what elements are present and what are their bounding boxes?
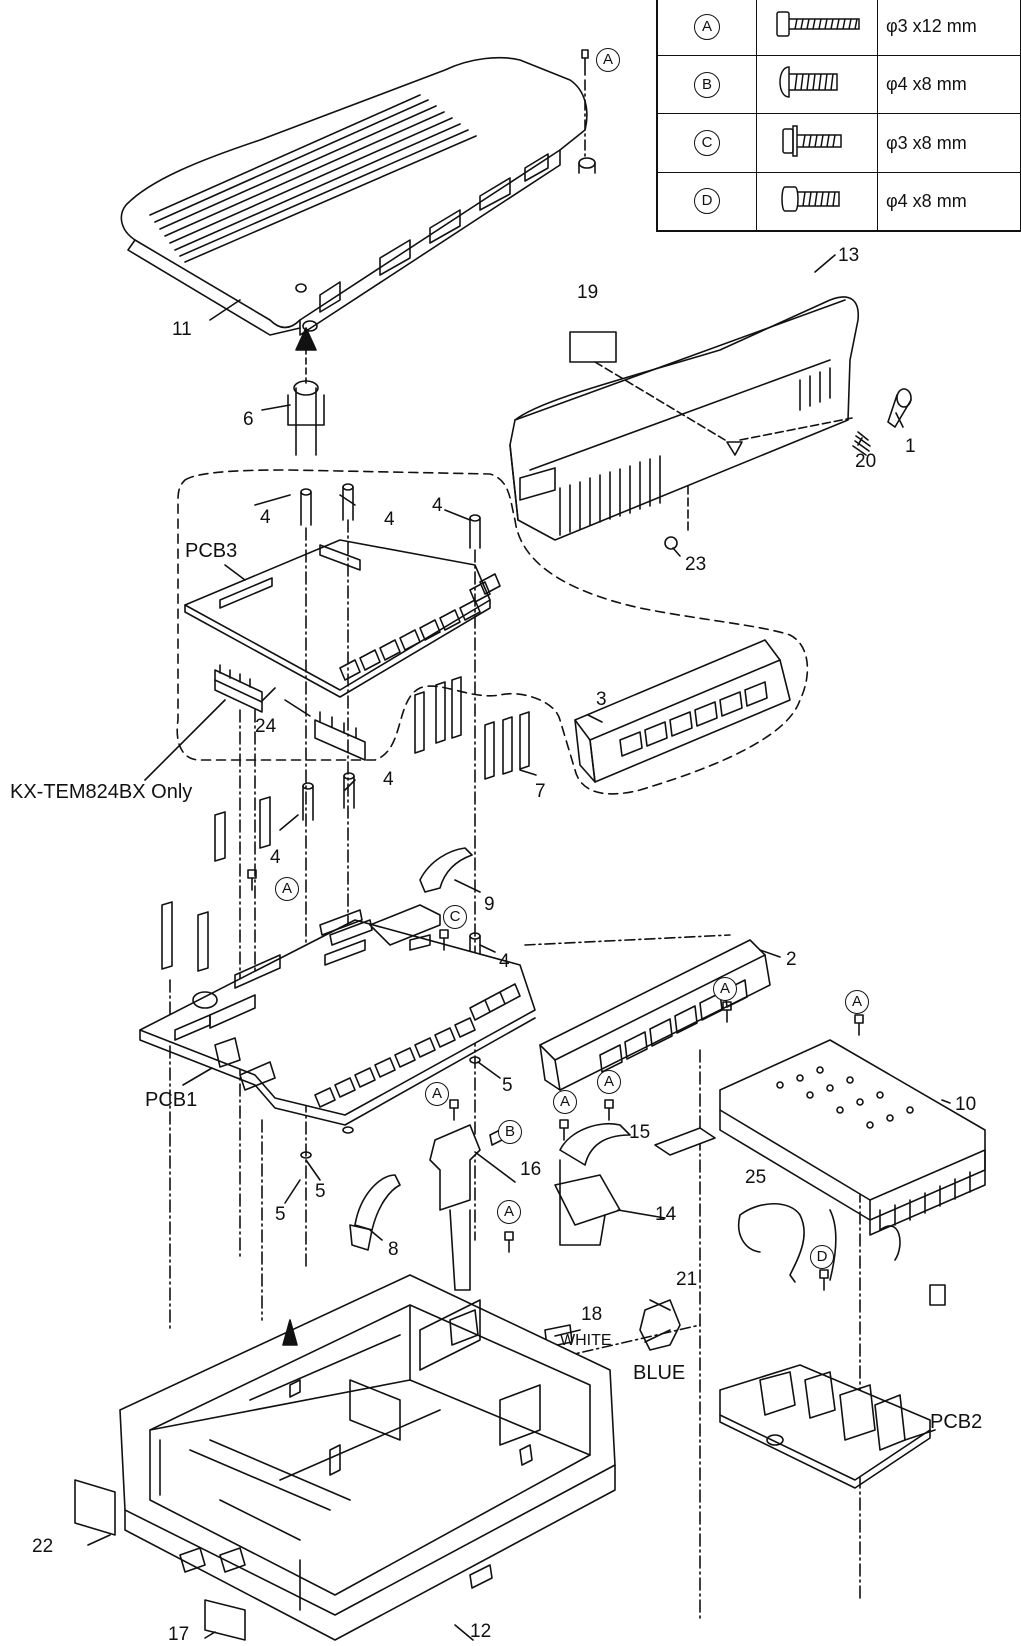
part-label-4-c: 4 <box>432 495 443 516</box>
part-label-8: 8 <box>388 1239 399 1260</box>
part-label-23: 23 <box>685 554 707 575</box>
screw-row-d: D φ4 x8 mm <box>656 171 1021 232</box>
panel-2 <box>539 939 771 1091</box>
callout-screw-b: B <box>498 1120 522 1144</box>
pcb1-board <box>139 904 536 1126</box>
panel-3 <box>574 639 791 783</box>
long-pan-screw-icon <box>776 11 860 37</box>
side-cover <box>509 296 859 541</box>
washer-screw-icon <box>782 124 842 157</box>
screw-size-b: φ4 x8 mm <box>877 55 1021 115</box>
option-outline <box>176 469 809 795</box>
screw-row-c: C φ3 x8 mm <box>656 113 1021 173</box>
screw-row-a: A φ3 x12 mm <box>656 0 1021 57</box>
screw-size-c: φ3 x8 mm <box>877 113 1021 173</box>
leader-lines <box>87 254 951 1641</box>
label-17 <box>204 1599 246 1641</box>
part-label-4-a: 4 <box>260 507 271 528</box>
part-label-5-b: 5 <box>315 1181 326 1202</box>
cable-8 <box>349 1174 401 1251</box>
screw-letter-c: C <box>694 130 720 157</box>
part-label-14: 14 <box>655 1204 677 1225</box>
part-label-4-f: 4 <box>499 951 510 972</box>
connector-21 <box>639 1299 681 1351</box>
power-shield-10 <box>719 1039 986 1236</box>
part-label-13: 13 <box>838 245 860 266</box>
part-label-3: 3 <box>596 689 607 710</box>
model-note: KX-TEM824BX Only <box>10 781 193 803</box>
part-label-24: 24 <box>255 716 277 737</box>
part-label-12: 12 <box>470 1621 492 1642</box>
callout-screw-a-top: A <box>596 48 620 72</box>
screw-size-d: φ4 x8 mm <box>877 171 1021 232</box>
bracket-14 <box>554 1123 631 1246</box>
part-label-9: 9 <box>484 894 495 915</box>
part-label-5-c: 5 <box>275 1204 286 1225</box>
pcb3-board <box>184 539 501 761</box>
bracket-16 <box>429 1124 481 1291</box>
part-label-5-a: 5 <box>502 1075 513 1096</box>
cable-25 <box>738 1203 805 1283</box>
part-label-2: 2 <box>786 949 797 970</box>
label-15 <box>654 1127 716 1156</box>
part-label-4-e: 4 <box>270 847 281 868</box>
part-label-20: 20 <box>855 451 877 472</box>
hinge-part <box>287 327 325 456</box>
part-label-17: 17 <box>168 1624 190 1645</box>
callout-screw-a-16: A <box>425 1082 449 1106</box>
callout-screw-a-16b: A <box>497 1200 521 1224</box>
blue-wire-label: BLUE <box>633 1362 686 1384</box>
part-label-11: 11 <box>172 319 192 340</box>
part-label-16: 16 <box>520 1159 542 1180</box>
base-12 <box>119 1274 616 1641</box>
callout-screw-a-left: A <box>713 977 737 1001</box>
screw-letter-d: D <box>694 188 720 215</box>
small-screws <box>247 869 864 1291</box>
part-label-21: 21 <box>676 1269 698 1290</box>
pcb2-board <box>719 1364 931 1489</box>
screw-size-a: φ3 x12 mm <box>877 0 1021 57</box>
part-label-6: 6 <box>243 409 254 430</box>
callout-screw-a-14b: A <box>597 1070 621 1094</box>
foot-23 <box>664 536 678 550</box>
screw-table: A φ3 x12 mm B <box>656 0 1021 232</box>
callout-screw-c: C <box>443 905 467 929</box>
callout-screw-a-14a: A <box>553 1090 577 1114</box>
pcb3-label: PCB3 <box>185 540 238 562</box>
screw-letter-b: B <box>694 71 720 98</box>
part-label-4-b: 4 <box>384 509 395 530</box>
white-wire-label: WHITE <box>560 1332 612 1349</box>
spring-20 <box>852 431 871 456</box>
clip-9 <box>419 847 473 893</box>
part-label-10: 10 <box>955 1094 977 1115</box>
part-label-7: 7 <box>535 781 546 802</box>
connectors-7 <box>161 676 530 972</box>
callout-screw-d: D <box>810 1245 834 1269</box>
screw-a-top <box>581 49 589 76</box>
part-label-15: 15 <box>629 1122 651 1143</box>
callout-screw-a-right: A <box>845 990 869 1014</box>
part-label-1: 1 <box>905 436 916 457</box>
callout-screw-a-pcb1: A <box>275 877 299 901</box>
top-cover <box>120 56 596 336</box>
pcb1-label: PCB1 <box>145 1089 198 1111</box>
screw-letter-a: A <box>694 13 720 40</box>
round-head-screw-icon <box>779 66 838 99</box>
part-label-22: 22 <box>32 1536 54 1557</box>
screw-1 <box>887 388 912 428</box>
part-label-18: 18 <box>581 1304 603 1325</box>
pcb2-label: PCB2 <box>930 1411 983 1433</box>
part-label-25: 25 <box>745 1167 767 1188</box>
pan-screw-icon <box>781 186 840 212</box>
label-22 <box>74 1479 116 1536</box>
screw-row-b: B φ4 x8 mm <box>656 55 1021 115</box>
label-19 <box>569 331 617 363</box>
part-label-19: 19 <box>577 282 599 303</box>
part-label-4-d: 4 <box>383 769 394 790</box>
